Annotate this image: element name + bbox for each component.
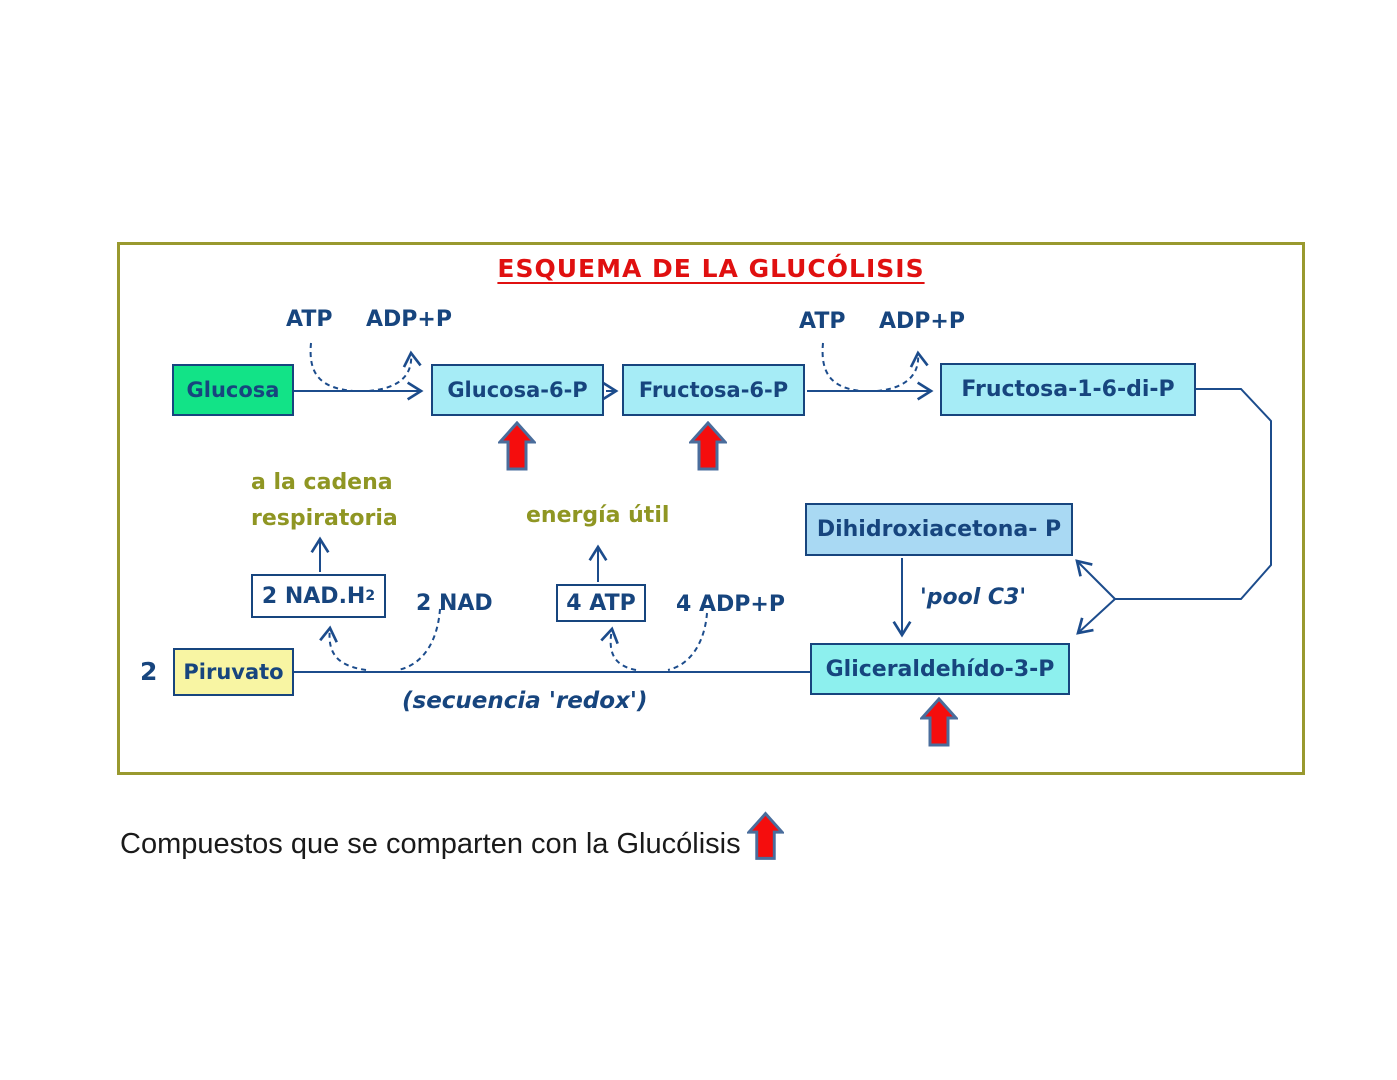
- adp-label-2: ADP+P: [879, 309, 965, 334]
- shared-compound-arrow-icon: [747, 811, 784, 860]
- shared-compound-arrow-icon: [689, 421, 727, 471]
- cadena-line1: a la cadena: [251, 470, 393, 495]
- node-gliceraldehido-3-p: Gliceraldehído-3-P: [810, 643, 1070, 695]
- atp-label-2: ATP: [799, 309, 846, 334]
- piruvato-coefficient: 2: [140, 657, 158, 686]
- shared-compound-arrow-icon: [920, 697, 958, 747]
- pool-c3-annotation: 'pool C3': [920, 585, 1027, 610]
- node-glucosa-6-p: Glucosa-6-P: [431, 364, 604, 416]
- nad-label: 2 NAD: [416, 591, 493, 616]
- cadena-line2: respiratoria: [251, 506, 398, 531]
- nadh2-text: 2 NAD.H: [261, 583, 366, 609]
- nadh2-subscript: 2: [365, 588, 376, 604]
- secuencia-redox-annotation: (secuencia 'redox'): [402, 688, 648, 714]
- atp-label-1: ATP: [286, 307, 333, 332]
- node-dihidroxiacetona-p: Dihidroxiacetona- P: [805, 503, 1073, 556]
- shared-compound-arrow-icon: [498, 421, 536, 471]
- energia-util-annotation: energía útil: [526, 503, 670, 528]
- node-fructosa-6-p: Fructosa-6-P: [622, 364, 805, 416]
- node-4-atp: 4 ATP: [556, 584, 646, 622]
- adp-label-1: ADP+P: [366, 307, 452, 332]
- node-piruvato: Piruvato: [173, 648, 294, 696]
- adp4-label: 4 ADP+P: [676, 592, 785, 617]
- cadena-respiratoria-annotation: a la cadena respiratoria: [251, 465, 398, 537]
- node-fructosa-1-6-di-p: Fructosa-1-6-di-P: [940, 363, 1196, 416]
- caption-text: Compuestos que se comparten con la Glucó…: [120, 828, 741, 860]
- diagram-title: ESQUEMA DE LA GLUCÓLISIS: [497, 254, 925, 283]
- node-glucosa: Glucosa: [172, 364, 294, 416]
- diagram-frame: ESQUEMA DE LA GLUCÓLISIS ATP ADP+P ATP A…: [117, 242, 1305, 775]
